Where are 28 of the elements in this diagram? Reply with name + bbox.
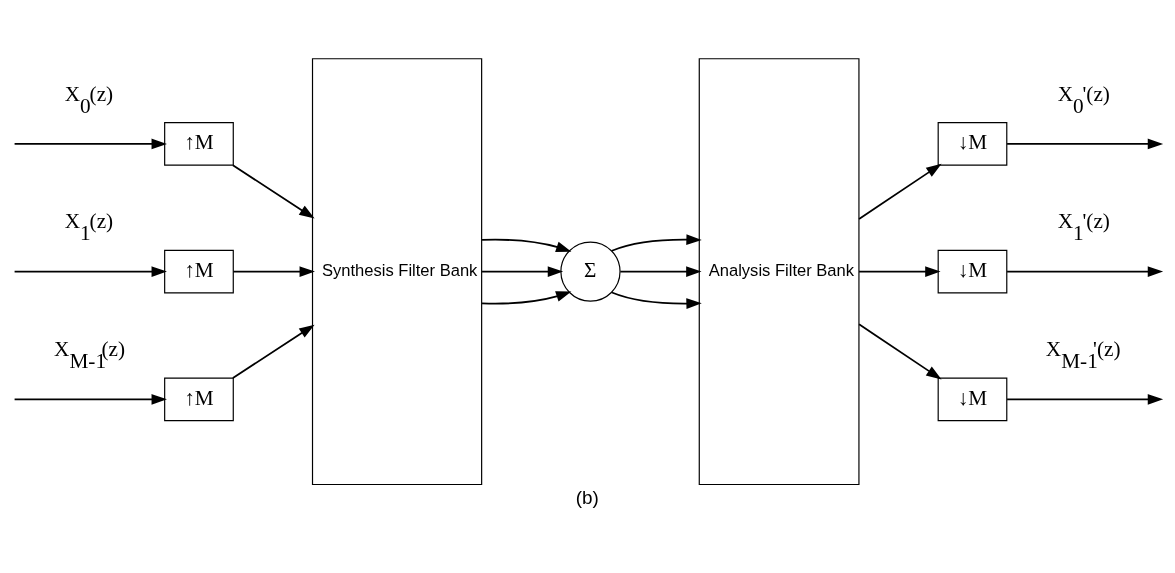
node-box: ↑M — [164, 249, 234, 293]
node-box: ↓M — [937, 249, 1008, 293]
caption: (b) — [575, 486, 599, 508]
arrow — [13, 138, 167, 149]
node-box: ↑M — [164, 377, 234, 421]
arrow — [232, 163, 315, 219]
node-box: Synthesis Filter Bank — [311, 57, 483, 485]
arrow — [232, 265, 315, 277]
arrow — [13, 393, 167, 405]
arrow — [858, 265, 941, 277]
arrow — [481, 238, 572, 252]
arrow — [481, 290, 572, 304]
node-box: Analysis Filter Bank — [698, 57, 860, 485]
arrow — [13, 265, 167, 277]
arrow — [619, 265, 702, 277]
arrow — [481, 265, 564, 277]
node-circle: Σ — [560, 240, 621, 302]
node-box: ↑M — [164, 121, 234, 166]
arrow — [858, 322, 942, 379]
arrow — [1006, 393, 1164, 405]
node-box: ↓M — [937, 121, 1008, 166]
arrow — [858, 163, 942, 220]
arrow — [1006, 265, 1164, 277]
node-box: ↓M — [937, 377, 1008, 421]
arrow — [611, 233, 702, 252]
arrow — [232, 324, 315, 379]
arrow — [1006, 138, 1164, 149]
arrow — [611, 291, 702, 309]
